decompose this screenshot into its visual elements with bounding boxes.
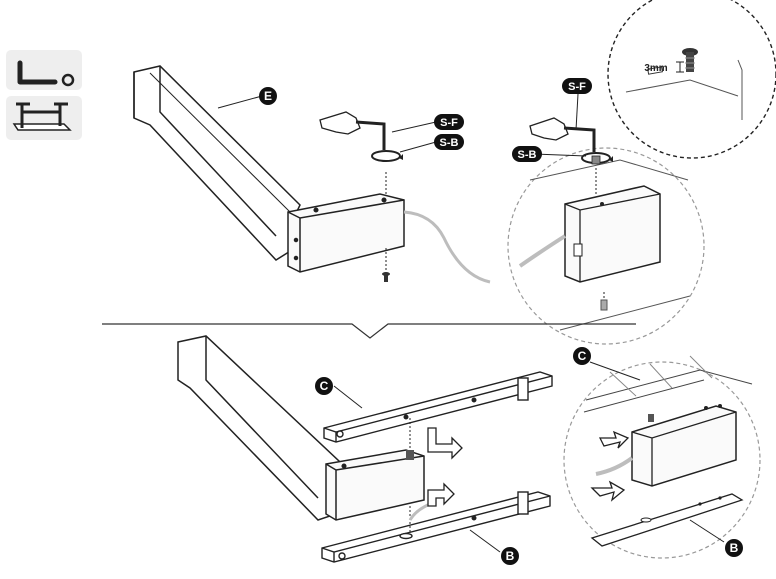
badge-screw-sf-right: S-F [562, 78, 592, 94]
badge-screw-sb-right: S-B [512, 146, 542, 162]
hand-wrench-left [319, 111, 386, 150]
crossbar-c [323, 371, 553, 443]
rotation-indicator-left [371, 150, 401, 162]
cable-top-left [403, 210, 491, 284]
leader-e [217, 95, 263, 109]
badge-screw-sb-right-text: S-B [518, 149, 537, 161]
badge-part-c-zoom-text: C [578, 349, 587, 363]
leg-assembly-bottom-left [177, 335, 425, 521]
wrench-size-note: 3mm [644, 63, 667, 74]
control-box-zoom-top [564, 185, 661, 283]
arrow-push-down [427, 482, 455, 507]
badge-screw-sb-left: S-B [434, 134, 464, 150]
tool-panel [6, 50, 82, 140]
badge-part-c-top-text: C [320, 379, 329, 393]
zoom-circle-top-right [507, 147, 705, 345]
arrow-push-up [427, 427, 463, 460]
badge-part-e: E [259, 87, 277, 105]
badge-screw-sf-left-text: S-F [440, 117, 458, 129]
badge-part-e-text: E [264, 89, 272, 103]
screw-bottom-top-left [382, 272, 390, 282]
badge-part-b-bottom: B [501, 547, 519, 565]
crossbar-b [321, 491, 551, 563]
badge-part-c-zoom: C [573, 347, 591, 365]
badge-part-c-top: C [315, 377, 333, 395]
step-divider [102, 323, 636, 339]
badge-part-b-zoom: B [725, 539, 743, 557]
control-box-zoom-bottom [631, 405, 737, 487]
badge-screw-sf-right-text: S-F [568, 81, 586, 93]
hand-wrench-right [529, 117, 596, 152]
badge-screw-sb-left-text: S-B [440, 137, 459, 149]
control-box-bottom [325, 449, 425, 521]
control-box-top [287, 193, 405, 273]
leg-assembly-top-left [133, 65, 405, 273]
zoom-circle-bottom-right [563, 355, 761, 559]
badge-part-b-bottom-text: B [506, 549, 515, 563]
badge-part-b-zoom-text: B [730, 541, 739, 555]
badge-screw-sf-left: S-F [434, 114, 464, 130]
zoom-circle-screw [607, 0, 776, 159]
